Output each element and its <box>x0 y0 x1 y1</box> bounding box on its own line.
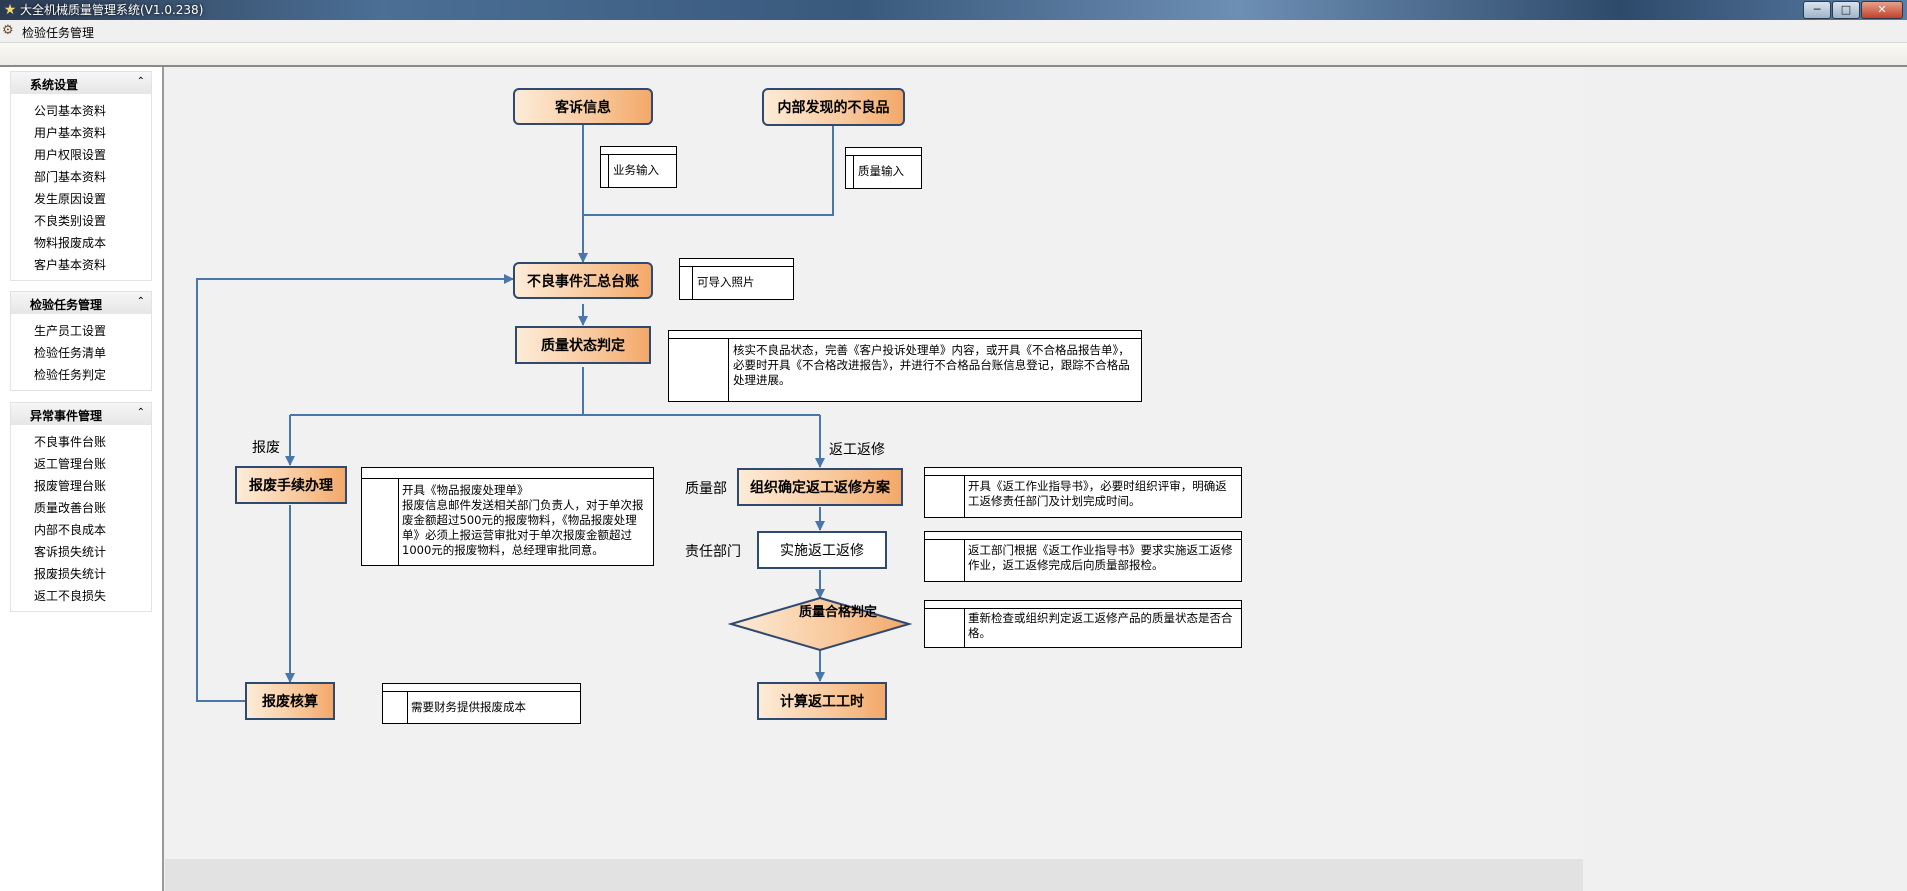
sidebar-item[interactable]: 不良事件台账 <box>34 435 107 449</box>
note-recheck: 重新检查或组织判定返工返修产品的质量状态是否合格。 <box>924 600 1242 648</box>
sidebar-group-header[interactable]: 异常事件管理 ⌃ <box>11 403 151 425</box>
note-text: 重新检查或组织判定返工返修产品的质量状态是否合格。 <box>968 611 1233 640</box>
connector-internal-join <box>583 125 834 216</box>
note-rework-execute: 返工部门根据《返工作业指导书》要求实施返工返修作业，返工返修完成后向质量部报检。 <box>924 531 1242 582</box>
sidebar-group-system-settings: 系统设置 ⌃ 公司基本资料 用户基本资料 用户权限设置 部门基本资料 发生原因设… <box>10 71 152 281</box>
collapse-chevron-icon[interactable]: ⌃ <box>136 76 145 87</box>
note-text: 可导入照片 <box>697 275 755 289</box>
settings-gear-icon: ⚙ <box>2 23 14 38</box>
sidebar-group-header[interactable]: 系统设置 ⌃ <box>11 72 151 94</box>
note-status-judge: 核实不良品状态，完善《客户投诉处理单》内容，或开具《不合格品报告单》，必要时开具… <box>668 330 1142 402</box>
label-rework: 返工返修 <box>829 442 885 458</box>
node-complaint-info: 客诉信息 <box>513 88 653 125</box>
note-text: 需要财务提供报废成本 <box>411 700 526 714</box>
sidebar: 系统设置 ⌃ 公司基本资料 用户基本资料 用户权限设置 部门基本资料 发生原因设… <box>0 67 164 891</box>
node-scrap-accounting: 报废核算 <box>245 682 335 720</box>
note-text: 开具《物品报废处理单》 报废信息邮件发送相关部门负责人，对于单次报废金额超过50… <box>402 483 644 557</box>
label-responsible-dept: 责任部门 <box>685 544 741 560</box>
node-rework-hours: 计算返工工时 <box>757 682 887 720</box>
menu-item-inspection-task[interactable]: 检验任务管理 <box>22 26 95 40</box>
right-empty-area <box>1583 67 1907 891</box>
note-text: 核实不良品状态，完善《客户投诉处理单》内容，或开具《不合格品报告单》，必要时开具… <box>733 343 1130 387</box>
note-quality-input: 质量输入 <box>845 147 922 189</box>
sidebar-group-inspection-task: 检验任务管理 ⌃ 生产员工设置 检验任务清单 检验任务判定 <box>10 291 152 391</box>
sidebar-item[interactable]: 返工管理台账 <box>34 457 107 471</box>
close-button[interactable]: ✕ <box>1861 1 1903 19</box>
sidebar-item[interactable]: 内部不良成本 <box>34 523 107 537</box>
node-rework-execute: 实施返工返修 <box>757 531 887 569</box>
collapse-chevron-icon[interactable]: ⌃ <box>136 296 145 307</box>
node-internal-defect: 内部发现的不良品 <box>762 88 905 126</box>
sidebar-item[interactable]: 检验任务判定 <box>34 368 107 382</box>
sidebar-item[interactable]: 客户基本资料 <box>34 258 107 272</box>
sidebar-group-exception-events: 异常事件管理 ⌃ 不良事件台账 返工管理台账 报废管理台账 质量改善台账 内部不… <box>10 402 152 612</box>
node-scrap-procedure: 报废手续办理 <box>235 466 347 504</box>
window-controls: ─ □ ✕ <box>1802 1 1903 19</box>
sidebar-item[interactable]: 用户基本资料 <box>34 126 107 140</box>
sidebar-group-header[interactable]: 检验任务管理 ⌃ <box>11 292 151 314</box>
sidebar-item[interactable]: 返工不良损失 <box>34 589 107 603</box>
note-business-input: 业务输入 <box>600 146 677 188</box>
quality-check-diamond <box>727 596 913 652</box>
app-icon: ★ <box>3 2 17 18</box>
sidebar-item[interactable]: 部门基本资料 <box>34 170 107 184</box>
note-text: 业务输入 <box>613 163 659 177</box>
connector-loop-back <box>196 274 514 702</box>
toolbar-strip <box>0 43 1907 67</box>
note-photo-import: 可导入照片 <box>679 258 794 300</box>
maximize-button[interactable]: □ <box>1832 1 1860 19</box>
sidebar-item[interactable]: 用户权限设置 <box>34 148 107 162</box>
flow-connectors <box>196 125 913 702</box>
sidebar-group-title: 异常事件管理 <box>30 409 103 423</box>
sidebar-group-title: 系统设置 <box>30 78 79 92</box>
flowchart-canvas: 客诉信息 内部发现的不良品 不良事件汇总台账 质量状态判定 报废手续办理 报废核… <box>165 67 1583 859</box>
node-quality-check-label: 质量合格判定 <box>798 605 877 620</box>
title-bar: ★ 大全机械质量管理系统(V1.0.238) ─ □ ✕ <box>0 0 1907 20</box>
menu-bar: ⚙ 检验任务管理 <box>0 20 1907 43</box>
note-scrap-cost: 需要财务提供报废成本 <box>382 683 581 724</box>
node-rework-plan: 组织确定返工返修方案 <box>737 468 903 506</box>
canvas-bottom-band <box>165 859 1583 891</box>
note-text: 返工部门根据《返工作业指导书》要求实施返工返修作业，返工返修完成后向质量部报检。 <box>968 543 1233 572</box>
sidebar-item[interactable]: 生产员工设置 <box>34 324 107 338</box>
sidebar-item[interactable]: 客诉损失统计 <box>34 545 107 559</box>
sidebar-item[interactable]: 检验任务清单 <box>34 346 107 360</box>
note-text: 开具《返工作业指导书》，必要时组织评审，明确返工返修责任部门及计划完成时间。 <box>968 479 1227 508</box>
sidebar-item[interactable]: 不良类别设置 <box>34 214 107 228</box>
sidebar-group-title: 检验任务管理 <box>30 298 103 312</box>
minimize-button[interactable]: ─ <box>1803 1 1831 19</box>
window-title: 大全机械质量管理系统(V1.0.238) <box>20 3 204 17</box>
note-scrap-procedure: 开具《物品报废处理单》 报废信息邮件发送相关部门负责人，对于单次报废金额超过50… <box>361 467 654 566</box>
label-quality-dept: 质量部 <box>685 481 727 497</box>
sidebar-item[interactable]: 报废管理台账 <box>34 479 107 493</box>
note-text: 质量输入 <box>858 164 904 178</box>
sidebar-item[interactable]: 发生原因设置 <box>34 192 107 206</box>
node-summary-ledger: 不良事件汇总台账 <box>513 262 653 299</box>
node-status-judge: 质量状态判定 <box>515 326 651 364</box>
sidebar-item[interactable]: 报废损失统计 <box>34 567 107 581</box>
sidebar-item[interactable]: 公司基本资料 <box>34 104 107 118</box>
collapse-chevron-icon[interactable]: ⌃ <box>136 407 145 418</box>
note-rework-plan: 开具《返工作业指导书》，必要时组织评审，明确返工返修责任部门及计划完成时间。 <box>924 467 1242 518</box>
sidebar-item[interactable]: 物料报废成本 <box>34 236 107 250</box>
label-scrap: 报废 <box>252 440 280 456</box>
sidebar-item[interactable]: 质量改善台账 <box>34 501 107 515</box>
